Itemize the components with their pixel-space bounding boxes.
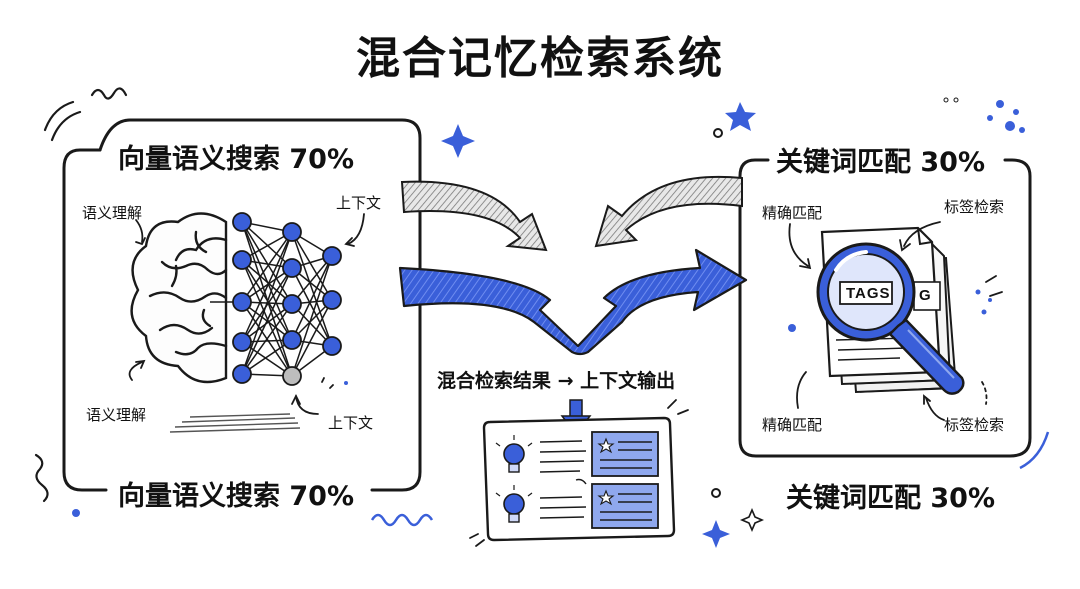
network-edge <box>242 232 292 342</box>
label-exact-match-bottom: 精确匹配 <box>762 414 822 435</box>
dot-doodle <box>72 509 80 517</box>
shadow-hatching <box>170 414 300 432</box>
sparkle-icon <box>702 520 730 548</box>
brain-icon <box>132 214 226 383</box>
dot-doodle <box>712 489 720 497</box>
network-node <box>283 295 301 313</box>
label-semantic-understanding-top: 语义理解 <box>82 202 142 223</box>
gray-arrow-right <box>596 177 742 246</box>
network-node <box>233 333 251 351</box>
label-tag-retrieval-bottom: 标签检索 <box>944 414 1004 435</box>
network-node <box>283 367 301 385</box>
star-icon <box>725 102 756 131</box>
network-node <box>323 337 341 355</box>
tag-partial-text: G <box>919 287 931 304</box>
label-context-bottom: 上下文 <box>328 412 373 433</box>
sparkle-icon <box>742 510 762 530</box>
network-node <box>233 293 251 311</box>
neural-network-icon <box>210 213 341 385</box>
result-label: 混合检索结果 → 上下文输出 <box>437 366 675 393</box>
network-node <box>283 331 301 349</box>
label-semantic-understanding-bottom: 语义理解 <box>86 404 146 425</box>
page-title: 混合记忆检索系统 <box>0 22 1080 86</box>
sparkle-icon <box>441 124 475 158</box>
dot-doodle <box>344 381 348 385</box>
network-node <box>283 223 301 241</box>
dots-doodle <box>944 98 1025 133</box>
tag-text: TAGS <box>846 285 891 302</box>
network-node <box>283 259 301 277</box>
label-exact-match-top: 精确匹配 <box>762 202 822 223</box>
network-node <box>233 365 251 383</box>
dot-doodle <box>714 129 722 137</box>
network-node <box>233 213 251 231</box>
blue-merge-arrow <box>400 250 746 354</box>
wave-doodle <box>372 515 432 525</box>
result-item-panel <box>592 432 658 476</box>
label-context-top: 上下文 <box>336 192 381 213</box>
network-node <box>323 291 341 309</box>
wave-doodle <box>1020 432 1048 468</box>
left-panel-header-bottom: 向量语义搜索 70% <box>112 474 360 513</box>
right-panel-header-top: 关键词匹配 30% <box>770 140 991 179</box>
left-panel-header-top: 向量语义搜索 70% <box>112 137 360 176</box>
result-item-panel <box>592 484 658 528</box>
label-tag-retrieval-top: 标签检索 <box>944 196 1004 217</box>
right-panel-header-bottom: 关键词匹配 30% <box>780 476 1001 515</box>
gray-arrow-left <box>402 182 546 250</box>
network-node <box>233 251 251 269</box>
network-node <box>323 247 341 265</box>
